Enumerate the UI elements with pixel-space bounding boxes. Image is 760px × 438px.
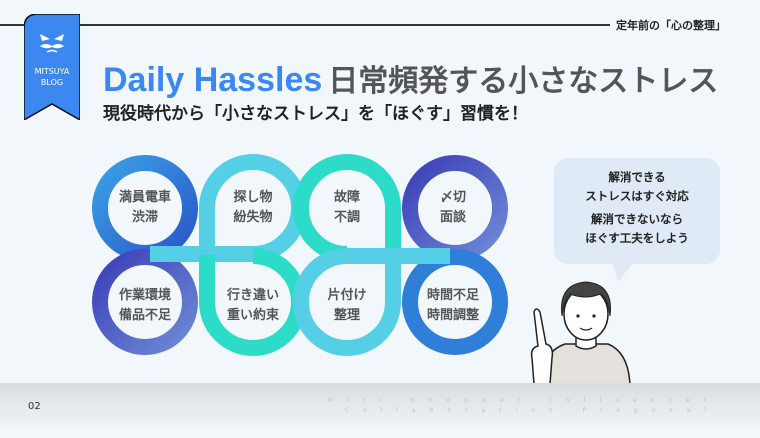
label-line: 時間不足 (426, 288, 479, 303)
ring-label: 作業環境備品不足 (100, 286, 190, 326)
label-line: 探し物 (233, 190, 273, 205)
header-rule (0, 24, 610, 26)
ring (402, 249, 508, 355)
bubble-line: ストレスはすぐ対応 (585, 189, 689, 203)
footer-bar (0, 383, 760, 428)
label-line: 渋滞 (131, 210, 158, 225)
label-line: 満員電車 (118, 190, 171, 205)
ring (150, 154, 308, 262)
blog-ribbon: MITSUYA BLOG (23, 13, 102, 122)
ring-label: 時間不足時間調整 (408, 286, 498, 326)
ring (292, 248, 450, 356)
label-line: 整理 (333, 308, 360, 323)
bubble-line: ほぐす工夫をしよう (585, 231, 689, 245)
footer-text: Miri Shopper Influencer Collaboration Pr… (328, 397, 720, 414)
title-en: Daily Hassles (103, 61, 323, 99)
speech-bubble: 解消できる ストレスはすぐ対応 解消できないなら ほぐす工夫をしよう (554, 158, 720, 264)
label-line: 〆切 (439, 190, 466, 205)
stress-rings-diagram: 満員電車渋滞 探し物紛失物 故障不調 〆切面談 作業環境備品不足 行き違い重い約… (90, 150, 510, 384)
label-line: 故障 (333, 190, 360, 205)
series-title: 定年前の「心の整理」 (616, 19, 726, 32)
label-line: 時間調整 (426, 308, 479, 323)
angry-face-icon (40, 34, 64, 53)
label-line: 作業環境 (118, 288, 171, 303)
ribbon-text-1: MITSUYA (34, 67, 70, 76)
ring-label: 探し物紛失物 (208, 188, 298, 228)
subtitle: 現役時代から「小さなストレス」を「ほぐす」習慣を！ (103, 104, 528, 124)
title-jp: 日常頻発する小さなストレス (328, 64, 719, 99)
ribbon-text-2: BLOG (40, 78, 64, 87)
label-line: 行き違い (226, 288, 279, 303)
speech-bubble-tail (612, 262, 634, 282)
bubble-line: 解消できる (608, 170, 666, 184)
label-line: 備品不足 (118, 308, 171, 323)
label-line: 面談 (439, 210, 466, 225)
ring (92, 249, 198, 355)
ring-label: 行き違い重い約束 (208, 286, 298, 326)
label-line: 紛失物 (233, 210, 273, 225)
person-pointing-illustration (530, 281, 631, 384)
ring-label: 満員電車渋滞 (100, 188, 190, 228)
label-line: 片付け (327, 288, 367, 303)
ring-label: 故障不調 (302, 188, 392, 228)
bubble-line: 解消できないなら (591, 212, 683, 226)
page-number: 02 (28, 401, 41, 412)
ring-label: 〆切面談 (408, 188, 498, 228)
ring (292, 154, 401, 262)
label-line: 不調 (333, 210, 360, 225)
ring (199, 248, 308, 356)
ring-label: 片付け整理 (302, 286, 392, 326)
label-line: 重い約束 (226, 308, 279, 323)
